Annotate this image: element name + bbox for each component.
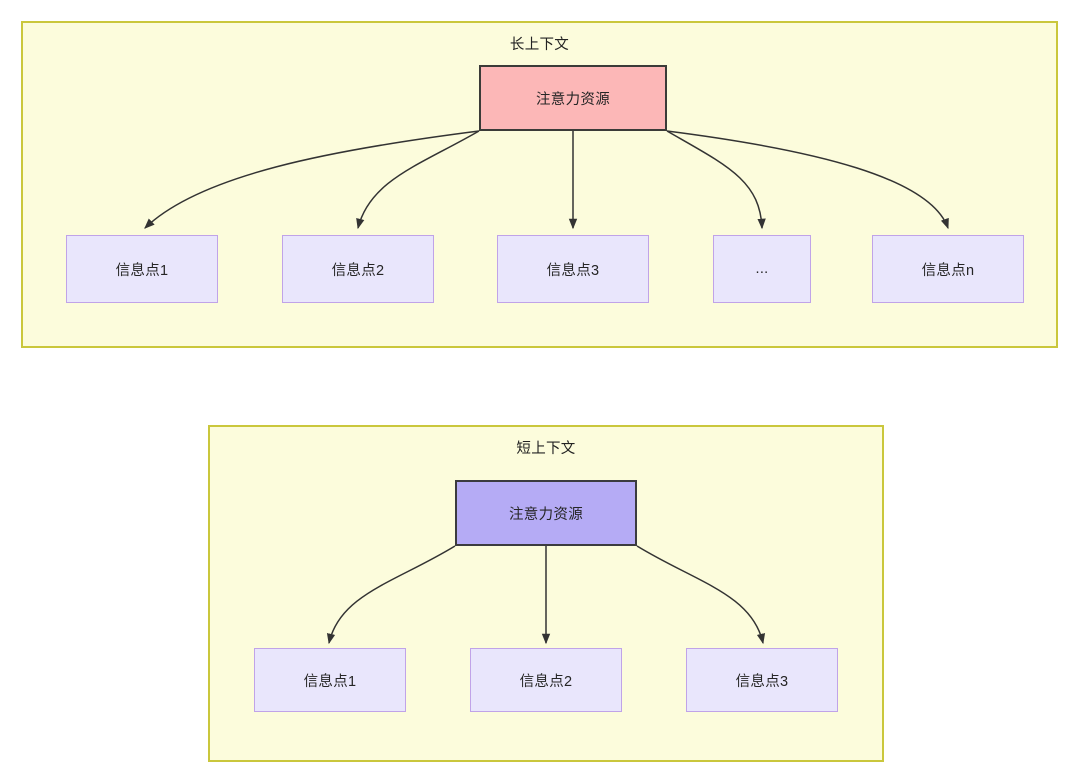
node-short-info-2[interactable]: 信息点2 [470,648,622,712]
node-long-attention-resource[interactable]: 注意力资源 [479,65,667,131]
node-long-info-1-label: 信息点1 [115,262,169,279]
node-long-info-3-label: 信息点3 [546,262,600,279]
node-long-info-ellipsis-label: ... [755,261,769,277]
group-long-context-title: 长上下文 [509,37,570,53]
node-long-info-ellipsis[interactable]: ... [713,235,811,303]
node-short-info-3[interactable]: 信息点3 [686,648,838,712]
node-long-info-1[interactable]: 信息点1 [66,235,218,303]
node-long-info-n-label: 信息点n [921,262,975,279]
group-short-context-title: 短上下文 [516,441,576,457]
node-long-info-n[interactable]: 信息点n [872,235,1024,303]
node-short-info-2-label: 信息点2 [519,673,573,690]
node-long-info-2-label: 信息点2 [331,262,385,279]
node-long-info-3[interactable]: 信息点3 [497,235,649,303]
node-long-attention-resource-label: 注意力资源 [536,91,610,108]
node-short-info-1[interactable]: 信息点1 [254,648,406,712]
node-short-info-1-label: 信息点1 [303,673,357,690]
node-short-attention-resource-label: 注意力资源 [509,506,583,523]
node-short-info-3-label: 信息点3 [735,673,789,690]
node-long-info-2[interactable]: 信息点2 [282,235,434,303]
node-short-attention-resource[interactable]: 注意力资源 [455,480,637,546]
